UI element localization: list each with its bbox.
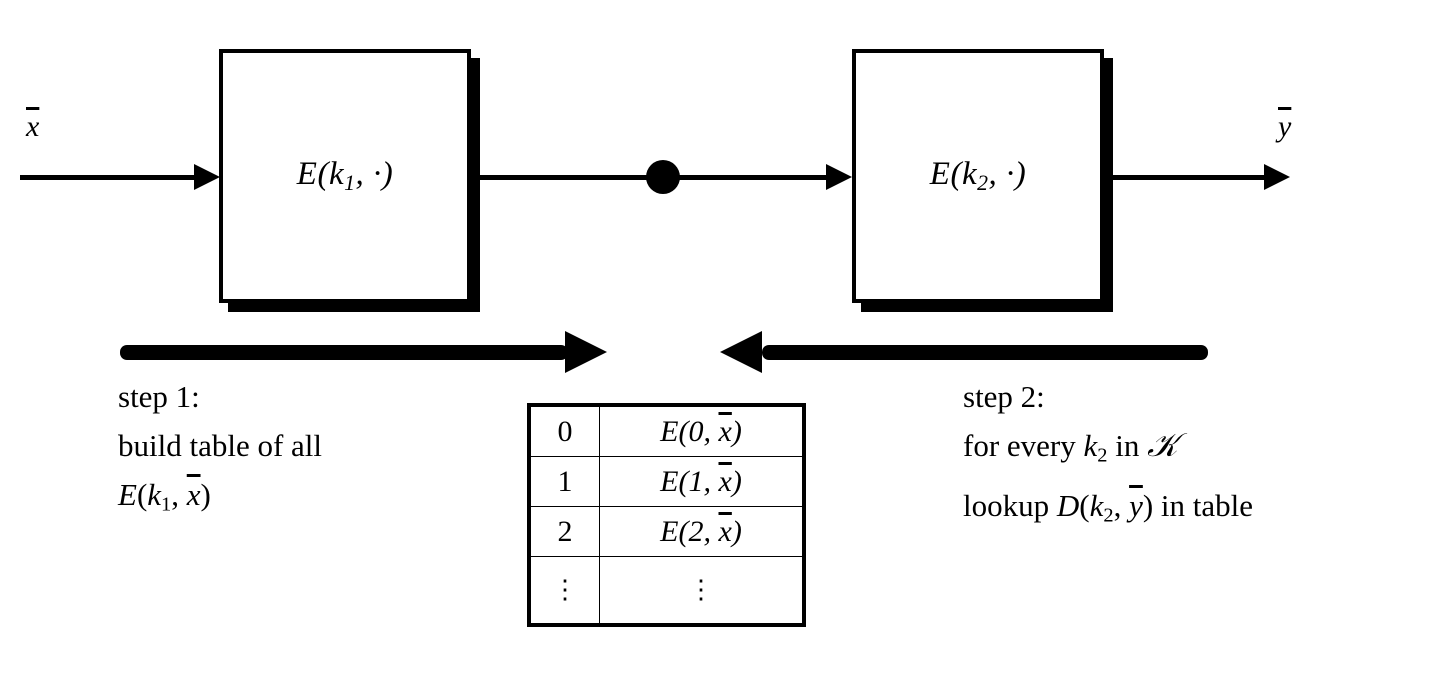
- step-2-line-2: for every k2 in 𝒦: [963, 428, 1178, 467]
- step-2-line-1: step 2:: [963, 379, 1045, 414]
- block-2-body: E(k2, ·): [852, 49, 1104, 303]
- step-2-arrow-shaft: [762, 345, 1208, 360]
- intermediate-wire-right: [678, 175, 828, 180]
- step-2-arrowhead-icon: [720, 331, 762, 373]
- output-wire: [1104, 175, 1270, 180]
- junction-dot-icon: [646, 160, 680, 194]
- table-row[interactable]: 0 E(0, x): [528, 404, 805, 457]
- table-cell-key: 1: [528, 456, 600, 507]
- table-cell-key: 0: [528, 404, 600, 457]
- step-1-caption: step 1: build table of all E(k1, x): [118, 372, 322, 530]
- block-2-label: E(k2, ·): [929, 155, 1027, 196]
- step-2-line-3: lookup D(k2, y) in table: [963, 487, 1254, 527]
- input-wire: [20, 175, 202, 180]
- output-signal-label: y: [1278, 110, 1292, 143]
- step-1-arrowhead-icon: [565, 331, 607, 373]
- step-1-line-3: E(k1, x): [118, 477, 211, 516]
- precomputed-encryption-table[interactable]: 0 E(0, x) 1 E(1, x) 2 E(2, x) ⋮: [527, 403, 806, 627]
- block-1-label: E(k1, ·): [296, 155, 394, 196]
- block-1-body: E(k1, ·): [219, 49, 471, 303]
- step-1-line-2: build table of all: [118, 428, 323, 463]
- output-arrowhead-icon: [1264, 164, 1290, 190]
- table-cell-value: E(1, x): [599, 456, 805, 507]
- table-cell-key-ellipsis: ⋮: [528, 556, 600, 626]
- table-row-ellipsis: ⋮ ⋮: [528, 556, 805, 626]
- input-signal-label: x: [26, 110, 40, 143]
- table-body: 0 E(0, x) 1 E(1, x) 2 E(2, x) ⋮: [528, 404, 805, 626]
- table-cell-value: E(0, x): [599, 404, 805, 457]
- step-2-caption: step 2: for every k2 in 𝒦 lookup D(k2, y…: [963, 372, 1253, 540]
- intermediate-wire-left: [471, 175, 649, 180]
- input-arrowhead-icon: [194, 164, 220, 190]
- table-row[interactable]: 2 E(2, x): [528, 506, 805, 557]
- step-1-arrow-shaft: [120, 345, 568, 360]
- table-cell-value: E(2, x): [599, 506, 805, 557]
- table-cell-value-ellipsis: ⋮: [599, 556, 805, 626]
- table-cell-key: 2: [528, 506, 600, 557]
- block-2-input-arrowhead-icon: [826, 164, 852, 190]
- table-row[interactable]: 1 E(1, x): [528, 456, 805, 507]
- step-1-line-1: step 1:: [118, 379, 200, 414]
